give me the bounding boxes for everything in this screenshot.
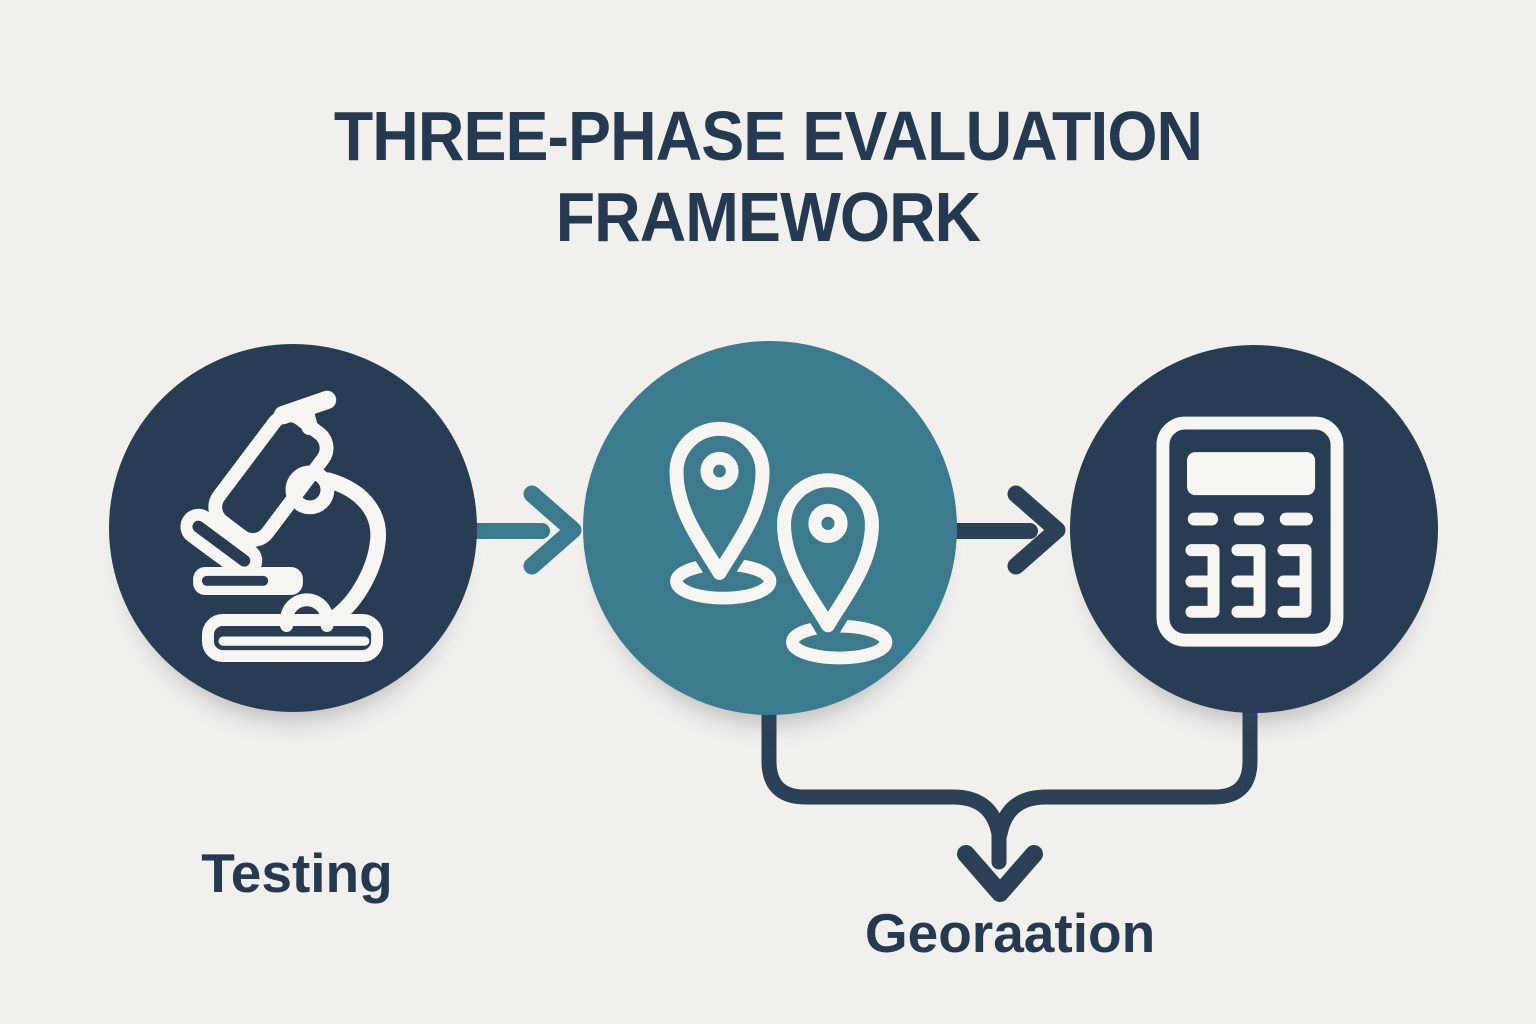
phase-circle-testing bbox=[109, 344, 477, 712]
phase-circle-calculation bbox=[1070, 345, 1438, 713]
page-title-line1: THREE-PHASE EVALUATION bbox=[333, 97, 1203, 175]
page-title-line2: FRAMEWORK bbox=[555, 178, 981, 256]
map-pins-icon bbox=[662, 414, 893, 665]
microscope-icon bbox=[180, 390, 386, 663]
arrow-1 bbox=[464, 485, 582, 575]
merge-connector bbox=[761, 682, 1258, 902]
merge-arrowhead bbox=[957, 845, 1043, 902]
output-label: Georaation bbox=[864, 902, 1156, 964]
phase-circle-mapping bbox=[583, 341, 957, 715]
calculator-icon bbox=[1156, 416, 1344, 647]
page-title: THREE-PHASE EVALUATION FRAMEWORK bbox=[61, 96, 1474, 258]
arrow-2 bbox=[942, 485, 1066, 575]
phase-label-testing: Testing bbox=[201, 842, 393, 904]
